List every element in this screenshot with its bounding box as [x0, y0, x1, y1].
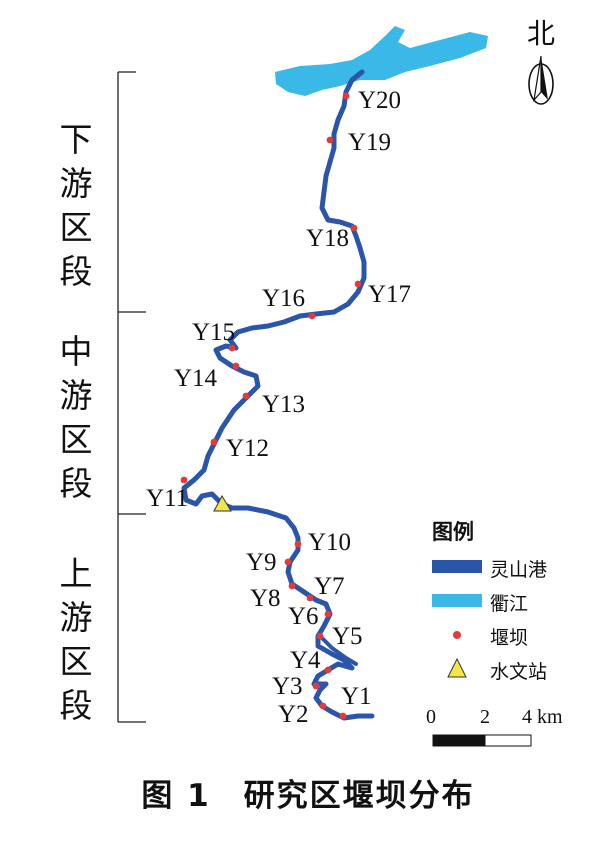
- segment-label-midstream: 中 游 区 段: [59, 332, 93, 503]
- dam-point-y3: [312, 682, 320, 690]
- legend-label: 堰坝: [490, 627, 529, 649]
- legend-label: 衢江: [490, 593, 529, 615]
- tributary-line: [318, 634, 358, 666]
- dam-point-y10: [294, 540, 302, 548]
- scale-bar-labels: 0 2 4 km: [418, 706, 588, 730]
- dam-label-y10: Y10: [308, 529, 351, 556]
- segment-brackets: [117, 71, 146, 723]
- qujiang-river-area: [275, 26, 488, 96]
- dam-point-y12: [210, 438, 218, 446]
- legend-title: 图例: [432, 520, 474, 544]
- legend-label: 灵山港: [490, 559, 548, 581]
- legend-item-qujiang: 衢江: [432, 586, 602, 616]
- dam-label-y20: Y20: [358, 87, 401, 114]
- dam-label-y3: Y3: [272, 673, 303, 700]
- dam-point-y4: [324, 666, 332, 674]
- north-arrow: 北: [516, 12, 566, 116]
- dam-points: [180, 92, 362, 720]
- dam-label-y19: Y19: [348, 129, 391, 156]
- dam-point-y16: [308, 312, 316, 320]
- dam-point-y2: [319, 702, 327, 710]
- dam-point-y8: [288, 582, 296, 590]
- dam-label-y8: Y8: [250, 585, 281, 612]
- dam-label-y11: Y11: [146, 485, 188, 512]
- dam-label-y4: Y4: [290, 647, 321, 674]
- north-arrow-icon: [528, 55, 554, 105]
- scale-bar: [432, 734, 532, 747]
- river-line-symbol: [432, 560, 482, 573]
- scale-tick-4: 4 km: [522, 706, 563, 728]
- dam-label-y18: Y18: [306, 225, 349, 252]
- dam-label-y12: Y12: [226, 435, 269, 462]
- legend-label: 水文站: [490, 661, 548, 683]
- dam-label-y17: Y17: [368, 281, 411, 308]
- dam-point-y17: [354, 280, 362, 288]
- dam-point-y6: [324, 610, 332, 618]
- dam-point-y18: [350, 224, 358, 232]
- dam-point-y19: [326, 136, 334, 144]
- dam-point-y20: [342, 92, 350, 100]
- dam-point-y7: [306, 594, 314, 602]
- dam-point-y1: [339, 712, 347, 720]
- legend-item-lingshan: 灵山港: [432, 552, 602, 582]
- dam-dot-symbol: [453, 631, 461, 639]
- figure-caption: 图 1 研究区堰坝分布: [141, 778, 475, 814]
- dam-point-y5: [316, 632, 324, 640]
- segment-label-upstream: 上 游 区 段: [59, 554, 93, 725]
- dam-point-y13: [242, 392, 250, 400]
- legend-item-station: 水文站: [432, 654, 602, 684]
- dam-point-y14: [232, 362, 240, 370]
- dam-label-y7: Y7: [314, 573, 345, 600]
- dam-label-y2: Y2: [278, 701, 309, 728]
- station-triangle-symbol: [447, 657, 467, 678]
- dam-label-y14: Y14: [174, 365, 218, 392]
- dam-point-y15: [228, 344, 236, 352]
- dam-label-y6: Y6: [288, 603, 319, 630]
- legend-item-dam: 堰坝: [432, 620, 602, 650]
- dam-point-y9: [284, 558, 292, 566]
- dam-label-y9: Y9: [246, 549, 277, 576]
- dam-point-y11: [180, 476, 188, 484]
- dam-label-y5: Y5: [332, 623, 363, 650]
- dam-label-y15: Y15: [192, 319, 235, 346]
- hydrological-station-marker: [213, 494, 232, 512]
- dam-label-y16: Y16: [262, 285, 305, 312]
- dam-label-y13: Y13: [262, 391, 305, 418]
- scale-tick-0: 0: [426, 706, 436, 728]
- dam-label-y1: Y1: [341, 683, 372, 710]
- water-area-symbol: [432, 594, 482, 607]
- scale-tick-2: 2: [480, 706, 490, 728]
- segment-label-downstream: 下 游 区 段: [59, 120, 93, 291]
- north-label: 北: [526, 17, 555, 50]
